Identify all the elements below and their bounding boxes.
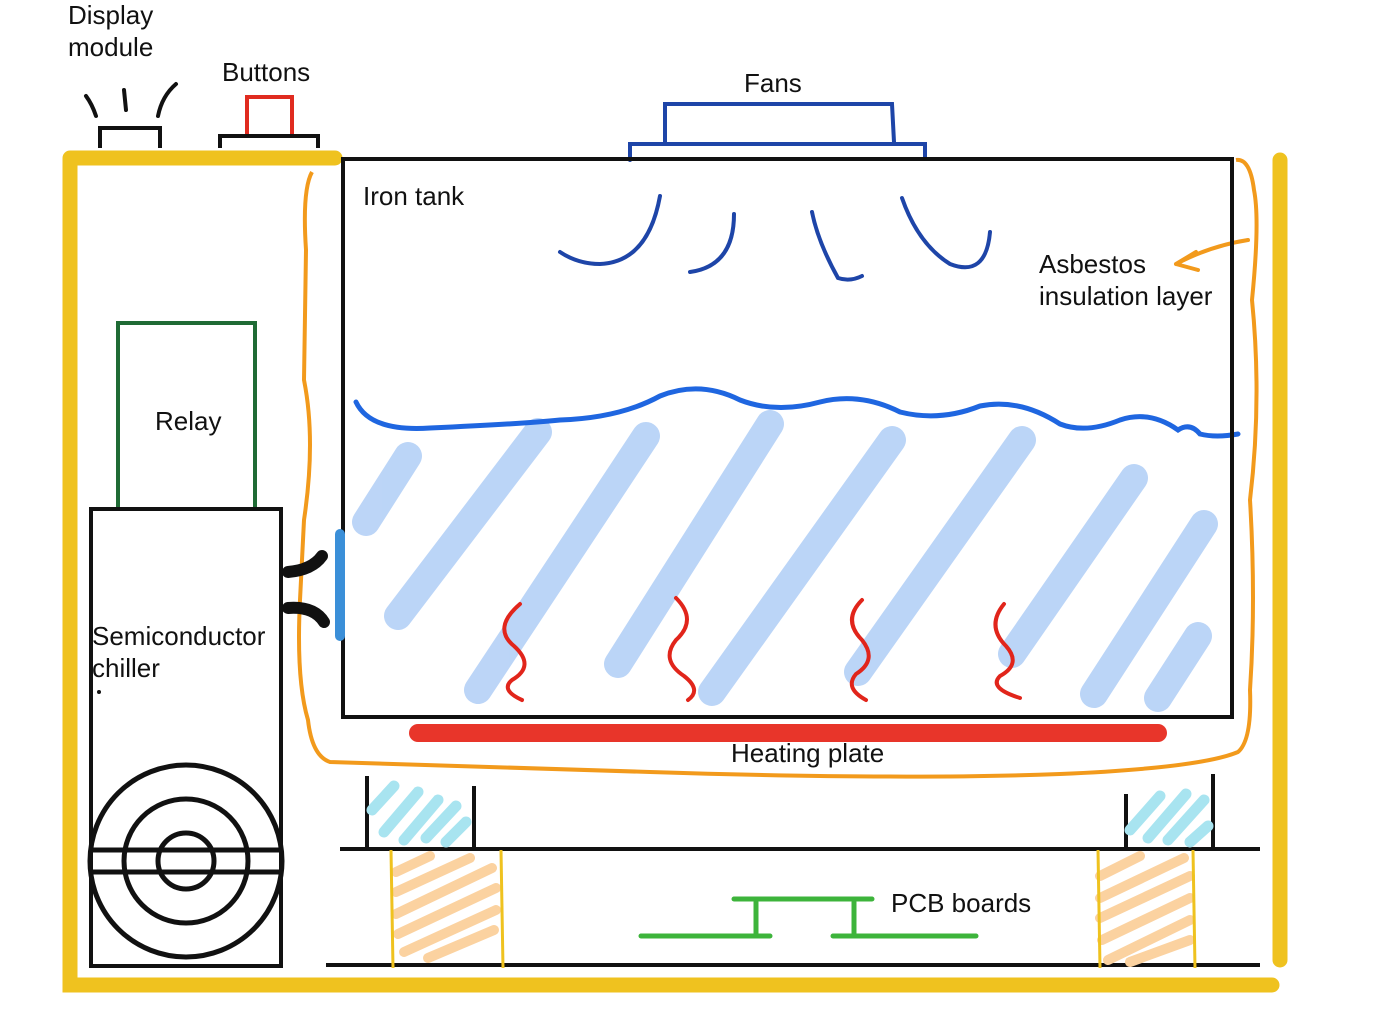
airflow-icon: [558, 194, 992, 282]
chiller-connectors: [282, 550, 330, 628]
water-fill: [352, 410, 1218, 712]
fan-icon: [87, 762, 285, 960]
enclosure-left-bottom-wall: [62, 152, 1280, 993]
display-module-body: [98, 126, 162, 148]
iron-tank: [341, 157, 1234, 719]
orange-blocks: [391, 851, 1195, 967]
asbestos-label-line1: Asbestos: [1039, 249, 1146, 279]
signal-lines-icon: [84, 82, 178, 118]
fan-housing: [663, 102, 896, 144]
asbestos-label-line2: insulation layer: [1039, 281, 1213, 311]
fans-label: Fans: [744, 68, 802, 98]
display-module-label-line1: Display: [68, 0, 153, 30]
fans: [558, 102, 992, 282]
pcb-boards-label: PCB boards: [891, 888, 1031, 918]
insulation-arrow: [1174, 238, 1250, 272]
chiller-dot: [97, 690, 101, 694]
buttons: Buttons: [218, 57, 320, 148]
semiconductor-chiller: [89, 507, 283, 968]
fan-mount: [628, 142, 927, 162]
pcb-boards: [638, 896, 979, 939]
buttons-base: [218, 134, 320, 148]
insulation-layer: [297, 157, 1259, 779]
semiconductor-label-line2: chiller: [92, 653, 160, 683]
display-module-label-line2: module: [68, 32, 153, 62]
heat-wave-icon: [502, 596, 1022, 702]
water-surface: [353, 386, 1241, 439]
heating-plate-label: Heating plate: [731, 738, 884, 768]
enclosure: [62, 150, 1288, 993]
semiconductor-label-line1: Semiconductor: [92, 621, 266, 651]
buttons-label: Buttons: [222, 57, 310, 87]
cyan-blocks: [366, 780, 1214, 848]
iron-tank-label: Iron tank: [363, 181, 465, 211]
orange-block-frames: [389, 849, 1197, 969]
support-structure: [326, 774, 1260, 967]
display-module: Display module: [68, 0, 178, 148]
button-red: [245, 95, 294, 134]
relay-label: Relay: [155, 406, 221, 436]
